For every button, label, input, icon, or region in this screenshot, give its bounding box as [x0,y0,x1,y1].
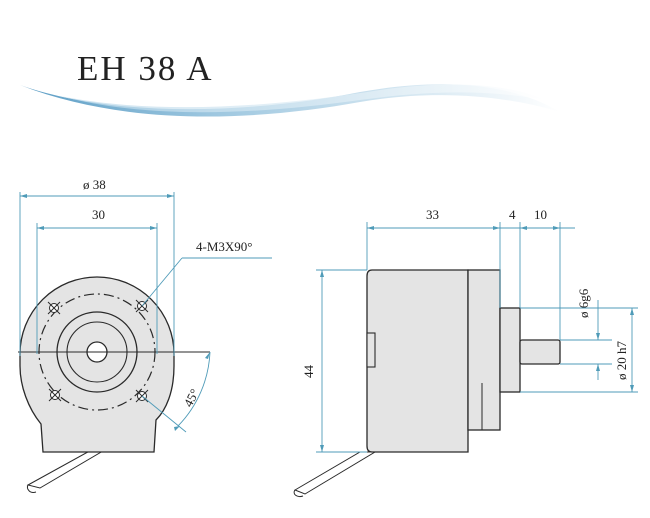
dim-axial [366,222,575,340]
side-flange [467,269,501,431]
dim-shaft-length-label: 10 [534,207,547,222]
dim-thread-leader [141,257,272,307]
side-shaft [519,339,561,365]
screw-hole-top-left [47,301,61,315]
dim-height-label: 44 [301,365,316,379]
dim-thread-label: 4-M3X90° [196,239,252,254]
front-view: ø 38 30 4-M3X90° 45° [18,177,272,493]
dim-flange-label: 4 [509,207,516,222]
dim-body-length-label: 33 [426,207,439,222]
title-banner: EH 38 A [20,49,560,117]
dim-outer-diameter-label: ø 38 [83,177,106,192]
front-cable [26,447,110,489]
dim-pilot-diameter [520,307,638,393]
dim-angle-label: 45° [180,386,202,409]
banner-swoosh-light [60,84,545,113]
dim-height [316,269,367,453]
dim-shaft-diameter [560,300,612,380]
dim-hole-spacing-label: 30 [92,207,105,222]
side-connector [366,332,376,368]
dim-shaft-diameter-label: ø 6g6 [576,288,591,318]
side-view: 33 4 10 44 ø 6g6 ø 20 h7 [293,207,638,497]
side-body [366,269,469,453]
dim-angle [141,351,211,433]
dim-pilot-diameter-label: ø 20 h7 [614,341,629,381]
side-pilot [499,307,521,393]
dim-outer-diameter [19,192,175,356]
side-cable [293,451,377,495]
page-title: EH 38 A [77,49,214,88]
screw-hole-bottom-left [48,388,62,402]
